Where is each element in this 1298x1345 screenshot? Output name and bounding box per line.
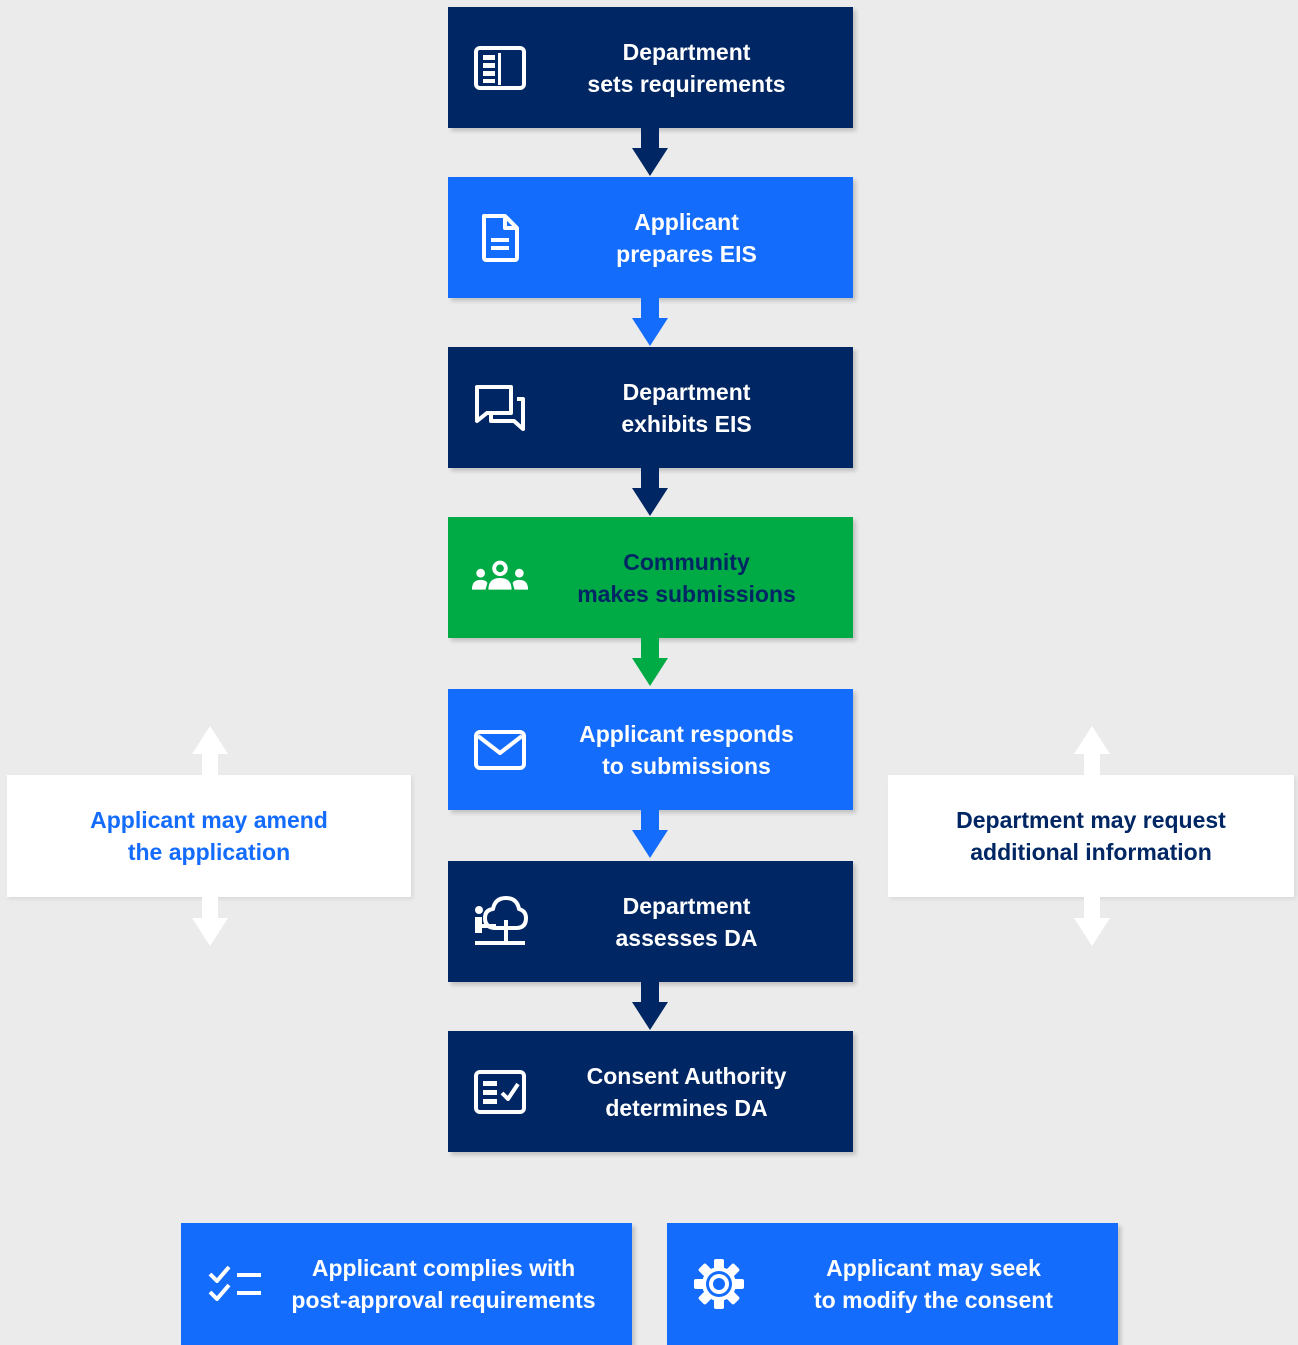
checklist-icon (205, 1257, 265, 1311)
side-line1: Department may request (956, 807, 1226, 833)
step-line1: Applicant (634, 208, 739, 235)
step-applicant-responds: Applicant responds to submissions (448, 689, 853, 810)
arrow-up (1074, 726, 1110, 776)
step-line2: assesses DA (615, 924, 758, 951)
person-tree-icon (470, 895, 530, 947)
list-document-icon (470, 43, 530, 93)
step-department-assesses-da: Department assesses DA (448, 861, 853, 982)
arrow-down (632, 638, 668, 686)
step-line2: to submissions (602, 752, 771, 779)
bottom-box-modify-consent: Applicant may seek to modify the consent (667, 1223, 1118, 1345)
arrow-down (632, 128, 668, 176)
bottom-box-post-approval: Applicant complies with post-approval re… (181, 1223, 632, 1345)
step-line1: Department (622, 378, 751, 405)
step-line1: Department (622, 38, 751, 65)
step-line2: prepares EIS (616, 240, 757, 267)
arrow-up (192, 726, 228, 776)
step-line2: makes submissions (577, 580, 796, 607)
bottom-line2: to modify the consent (814, 1287, 1053, 1313)
mail-icon (470, 725, 530, 775)
people-icon (470, 553, 530, 603)
step-line2: exhibits EIS (621, 410, 752, 437)
step-consent-authority-determines-da: Consent Authority determines DA (448, 1031, 853, 1152)
arrow-down (192, 896, 228, 946)
step-community-makes-submissions: Community makes submissions (448, 517, 853, 638)
step-department-exhibits-eis: Department exhibits EIS (448, 347, 853, 468)
arrow-down (632, 468, 668, 516)
bottom-line1: Applicant complies with (311, 1255, 576, 1281)
side-box-applicant-may-amend: Applicant may amend the application (7, 775, 411, 897)
side-line1: Applicant may amend (90, 807, 328, 833)
step-line1: Community (623, 548, 750, 575)
step-line2: determines DA (605, 1094, 768, 1121)
side-line2: additional information (970, 839, 1212, 865)
step-line1: Applicant responds (579, 720, 794, 747)
side-line2: the application (127, 839, 291, 865)
step-line2: sets requirements (587, 70, 786, 97)
step-line1: Consent Authority (586, 1062, 787, 1089)
bottom-line1: Applicant may seek (826, 1255, 1041, 1281)
arrow-down (632, 298, 668, 346)
checklist-document-icon (470, 1067, 530, 1117)
step-line1: Department (622, 892, 751, 919)
gear-icon (689, 1257, 749, 1311)
arrow-down (1074, 896, 1110, 946)
arrow-down (632, 982, 668, 1030)
arrow-down (632, 810, 668, 858)
step-department-sets-requirements: Department sets requirements (448, 7, 853, 128)
bottom-line2: post-approval requirements (291, 1287, 596, 1313)
side-box-department-may-request: Department may request additional inform… (888, 775, 1294, 897)
file-icon (470, 213, 530, 263)
step-applicant-prepares-eis: Applicant prepares EIS (448, 177, 853, 298)
chat-icon (470, 383, 530, 433)
